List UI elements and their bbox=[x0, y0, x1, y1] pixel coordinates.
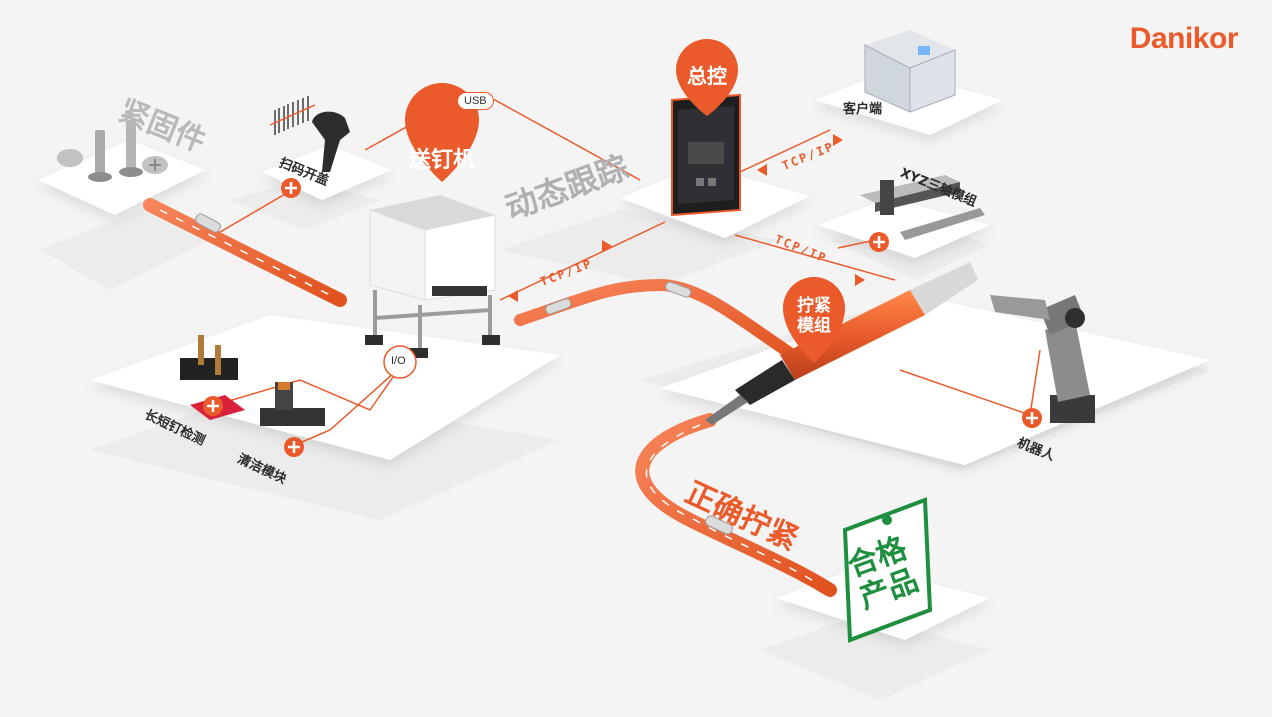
label-client: 客户端 bbox=[843, 102, 883, 117]
pin-label-tighten-line2: 模组 bbox=[797, 316, 831, 336]
location-pin-icon bbox=[676, 39, 738, 116]
arrow-left-icon bbox=[508, 164, 767, 302]
plus-icon bbox=[284, 437, 304, 457]
io-badge: I/O bbox=[391, 355, 406, 367]
platform-xyz bbox=[818, 198, 990, 258]
plus-icon bbox=[869, 232, 889, 252]
platforms bbox=[38, 70, 1210, 640]
plus-icon bbox=[203, 396, 223, 416]
cleaning-module-illustration bbox=[260, 382, 325, 426]
pin-label-control: 总控 bbox=[687, 64, 727, 88]
pin-label-feeder: 送钉机 bbox=[408, 148, 475, 173]
plus-icon bbox=[281, 178, 301, 198]
barcode-scanner-illustration bbox=[269, 96, 350, 172]
arrow-right-icon bbox=[602, 134, 865, 286]
screw-feeder-illustration bbox=[365, 195, 500, 358]
client-station-illustration bbox=[864, 30, 956, 113]
pin-label-tighten-line1: 拧紧 bbox=[797, 296, 831, 316]
brand-logo: Danikor bbox=[1129, 22, 1239, 55]
material-flow bbox=[143, 198, 837, 597]
usb-badge: USB bbox=[457, 92, 494, 110]
platform-feeder bbox=[90, 315, 560, 460]
io-port-icon bbox=[383, 345, 417, 379]
screw-icon bbox=[195, 213, 733, 535]
location-pin-icon bbox=[783, 277, 845, 363]
robot-illustration bbox=[990, 295, 1095, 423]
fasteners-illustration bbox=[57, 120, 168, 182]
plus-icon bbox=[1022, 408, 1042, 428]
pin-label-tighten: 拧紧 模组 bbox=[783, 296, 845, 336]
xyz-module-illustration bbox=[860, 175, 985, 240]
controller-illustration bbox=[671, 93, 741, 217]
qualified-tag-icon bbox=[842, 497, 933, 643]
